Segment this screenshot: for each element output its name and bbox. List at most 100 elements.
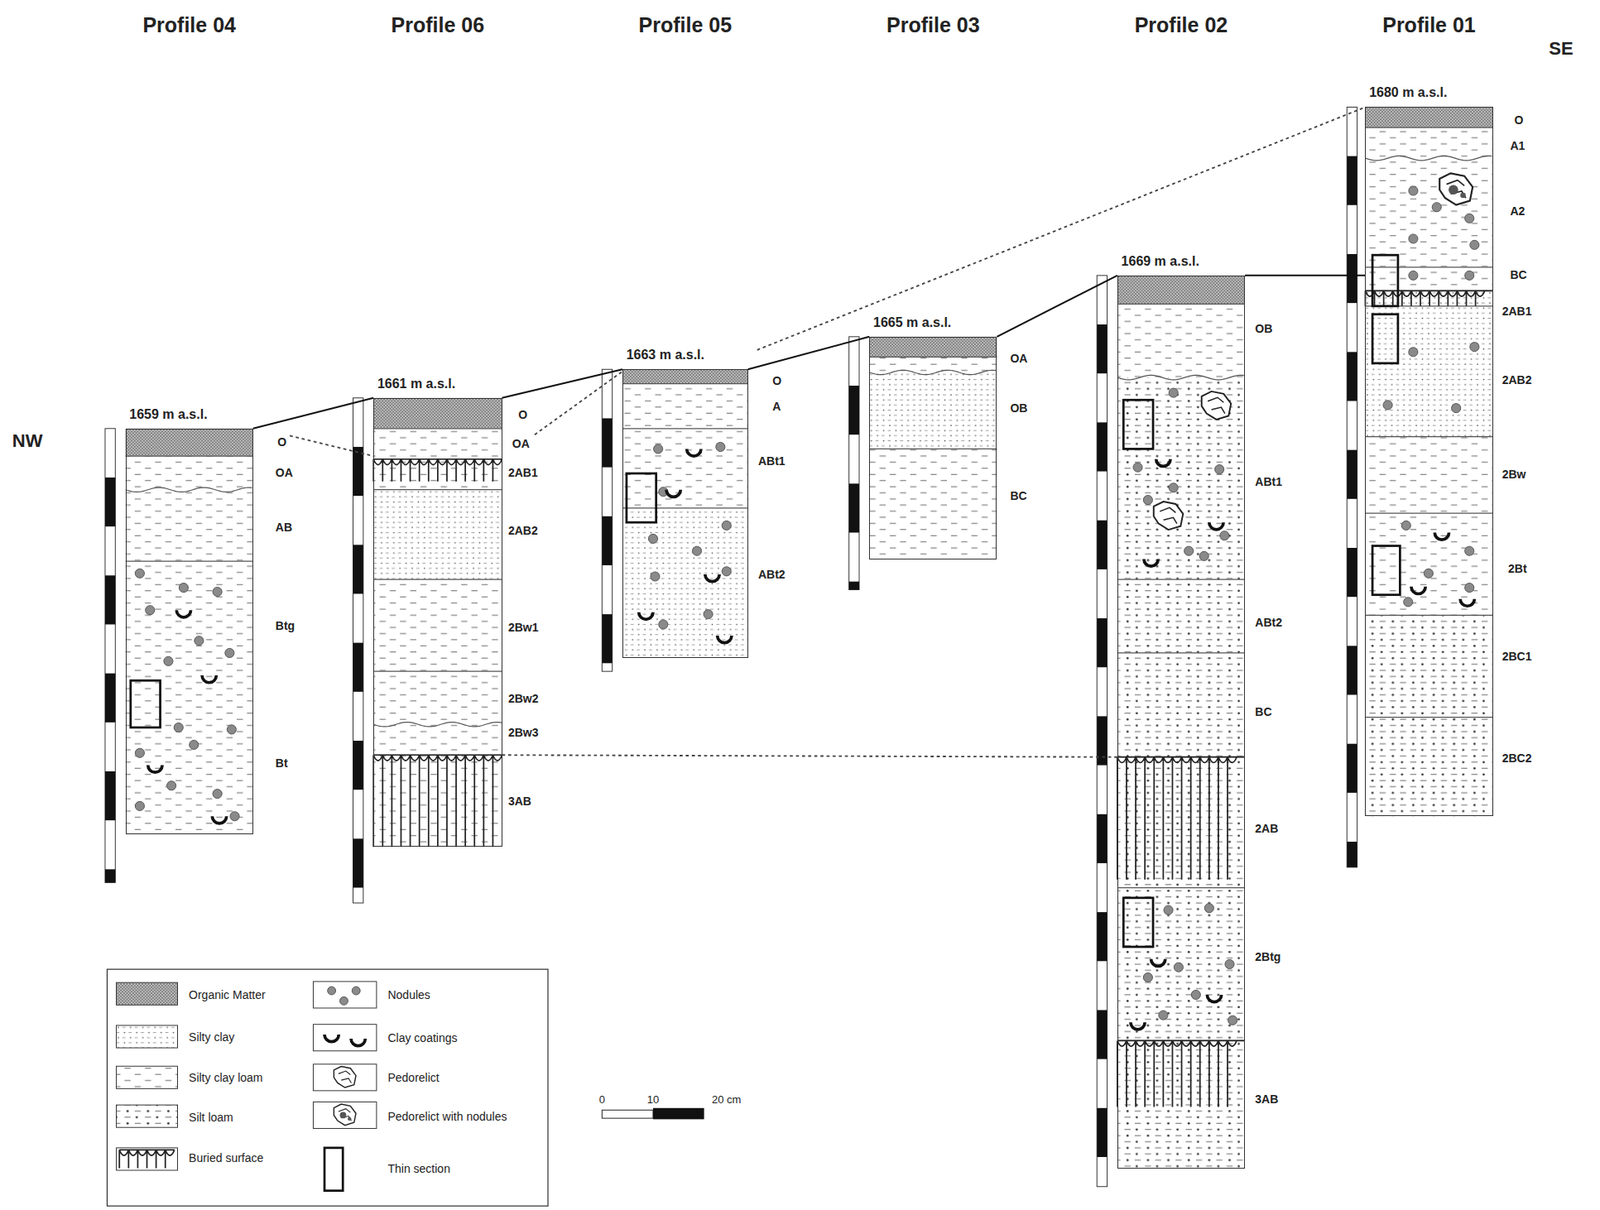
nodule-symbol [167,781,177,791]
horizon-fill [1364,306,1493,438]
horizon-label: 3AB [1254,1092,1279,1106]
profile-title: Profile 04 [142,13,236,38]
horizon-label: Btg [275,619,295,633]
horizon-label: 2BC2 [1502,751,1533,765]
nodule-symbol [1173,962,1183,972]
correlation-line [502,754,1118,757]
horizon-label: 2Bw3 [508,725,539,740]
nodule-symbol [1143,495,1153,505]
horizon-fill [125,428,254,457]
horizon-fill [1117,275,1245,305]
horizon-boundary [373,489,502,491]
nodule-symbol [1423,568,1433,578]
clay-coating-symbol [666,490,681,498]
horizon-fill [1364,127,1493,159]
horizon-fill [869,372,997,449]
pedorelict-symbol [333,1066,356,1089]
soil-column [622,369,749,659]
legend-text: Pedorelict with nodules [387,1109,507,1124]
elevation-label: 1663 m a.s.l. [626,347,705,363]
nodule-symbol [1163,905,1173,915]
nodule-symbol [230,812,240,822]
horizon-fill [1117,888,1245,1042]
horizon-label: O [277,435,287,449]
horizon-fill [373,459,502,491]
surface-correlation-line [502,369,623,399]
nodule-symbol [340,996,349,1005]
scale-label: 20 cm [711,1093,741,1106]
nodule-symbol [658,619,668,630]
nodule-symbol [1470,342,1480,352]
horizon-fill [1364,513,1493,616]
horizon-label: 2BC1 [1502,649,1533,664]
clay-coating-symbol [1411,586,1426,595]
horizon-boundary [622,427,749,429]
legend-swatch [116,1066,178,1089]
legend-text: Nodules [387,988,430,1002]
horizon-label: A1 [1510,139,1526,153]
horizon-boundary [125,455,254,457]
thin-section-mark [324,1148,343,1192]
nodule-symbol [1408,234,1418,244]
clay-coating-symbol [350,1038,366,1047]
horizon-boundary [1117,579,1245,581]
nodule-symbol [715,442,726,452]
horizon-boundary [125,560,254,562]
horizon-label: BC [1009,489,1027,503]
depth-bar [849,336,860,591]
horizon-fill [869,448,997,559]
nodule-symbol [1204,903,1214,913]
nodule-symbol [1168,483,1178,493]
horizon-label: O [772,374,782,388]
horizon-label: AB [275,520,293,534]
horizon-boundary [1364,126,1493,128]
nodule-symbol [1408,347,1418,357]
horizon-boundary [869,448,997,450]
clay-coating-symbol [324,1034,339,1043]
depth-bar [353,398,364,904]
clay-coating-symbol [1156,459,1171,467]
clay-coating-symbol [1143,559,1158,567]
legend-text: Buried surface [188,1151,264,1165]
horizon-label: 2AB2 [508,523,539,538]
nodule-symbol [1158,1010,1168,1020]
horizon-fill [1117,1040,1245,1168]
horizon-label: ABt2 [758,567,786,582]
horizon-boundary [869,369,996,375]
nodule-symbol [1184,546,1194,556]
horizon-fill [373,490,502,580]
nodule-symbol [134,748,145,758]
horizon-label: ABt1 [758,454,786,468]
legend-swatch [116,982,178,1005]
horizon-label: 2Btg [1254,950,1281,964]
profile-title: Profile 01 [1382,13,1476,38]
horizon-fill [622,369,749,384]
nodule-symbol [1408,270,1418,280]
soil-column [1364,106,1493,817]
clay-coating-symbol [201,675,217,683]
thin-section-mark [1123,898,1154,947]
horizon-fill [1364,158,1493,268]
horizon-boundary [1364,155,1492,160]
horizon-fill [1364,106,1493,128]
clay-coating-symbol [1209,522,1224,530]
nodule-symbol [134,801,145,811]
horizon-boundary [1117,887,1245,889]
nodule-symbol [1465,213,1475,223]
elevation-label: 1659 m a.s.l. [129,407,207,423]
buried-surface-symbol [1117,757,1245,880]
nodule-symbol [1228,1015,1238,1025]
nodule-symbol [650,571,660,582]
legend-text: Organic Matter [188,988,266,1002]
horizon-label: 2Bt [1508,562,1528,576]
nodule-symbol [1403,597,1413,607]
horizon-fill [869,356,997,372]
legend-swatch [116,1025,178,1048]
horizon-label: 2AB1 [508,466,539,480]
correlation-line [534,371,623,435]
correlation-line [289,435,374,457]
nodule-symbol [653,444,664,454]
thin-section-mark [1372,546,1400,596]
